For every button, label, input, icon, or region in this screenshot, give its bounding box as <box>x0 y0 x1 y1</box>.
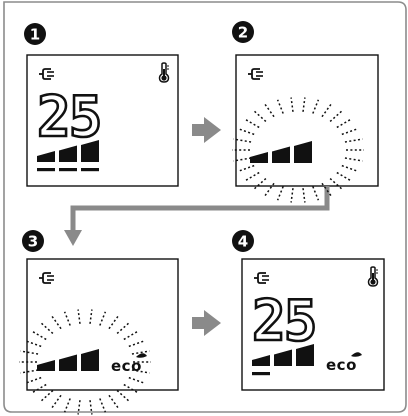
arrow-head-step3 <box>64 230 82 246</box>
arrow-step1-to-step2 <box>192 117 221 143</box>
blink-ray <box>344 138 363 143</box>
blink-ray <box>20 350 39 355</box>
level-underlines <box>37 168 99 172</box>
level-bar-3 <box>81 349 99 371</box>
display-panel-2 <box>235 54 379 187</box>
blink-ray <box>40 389 54 402</box>
blink-ray <box>336 118 352 129</box>
blink-ray <box>123 330 139 341</box>
arrow-step3-to-step4 <box>192 310 221 336</box>
plug-icon <box>254 272 269 284</box>
panel-content-4: 25 eco <box>251 266 379 376</box>
level-bar-1 <box>250 152 268 163</box>
step-number-2: 2 <box>238 24 248 42</box>
blink-ray <box>31 330 47 341</box>
blink-ray <box>24 376 42 385</box>
blink-ray <box>302 188 306 203</box>
thermometer-icon <box>367 266 379 287</box>
blink-ray <box>344 157 363 162</box>
level-bars <box>37 140 99 162</box>
display-panel-4 <box>241 258 385 391</box>
step-badge-2: 2 <box>232 21 254 43</box>
blink-ray <box>237 127 255 136</box>
blink-ray <box>244 171 260 182</box>
step-badge-4: 4 <box>232 230 254 252</box>
blink-ray <box>51 394 62 409</box>
blink-ray <box>244 118 260 129</box>
blink-ray <box>31 383 47 394</box>
blink-ray <box>131 350 150 355</box>
level-underline-1 <box>37 168 55 172</box>
blink-ray <box>131 369 150 374</box>
level-underline-1 <box>252 372 270 376</box>
blink-ray <box>237 164 255 173</box>
blink-ray <box>253 110 267 123</box>
blink-ray <box>20 369 39 374</box>
blink-ray <box>99 398 107 413</box>
level-bar-3 <box>294 141 312 163</box>
temperature-readout: 25 <box>252 289 315 354</box>
step-number-4: 4 <box>238 233 248 251</box>
blink-ray <box>40 322 54 335</box>
level-bar-1 <box>252 355 270 366</box>
blink-ray <box>336 171 352 182</box>
level-bar-2 <box>274 349 292 366</box>
plug-icon <box>248 68 263 80</box>
blink-ray <box>341 164 359 173</box>
blink-ray <box>128 376 146 385</box>
level-underline-2 <box>59 168 77 172</box>
connector-step2-to-step3 <box>70 186 330 235</box>
outer-frame <box>3 1 407 413</box>
level-bars <box>252 344 314 366</box>
blink-ray <box>329 110 343 123</box>
level-bar-2 <box>272 146 290 163</box>
plug-icon <box>39 272 54 284</box>
thermometer-icon <box>158 62 170 83</box>
panel-content-2 <box>232 68 364 203</box>
level-bar-1 <box>37 151 55 162</box>
blink-ray <box>116 389 130 402</box>
level-underline-3 <box>81 168 99 172</box>
level-bars <box>37 349 99 371</box>
blink-ray <box>128 339 146 348</box>
blink-ray <box>276 186 284 201</box>
level-bar-3 <box>296 344 314 366</box>
blink-ray <box>108 394 119 409</box>
level-bar-1 <box>37 360 55 371</box>
step-badge-3: 3 <box>22 230 44 252</box>
temperature-readout: 25 <box>37 85 100 150</box>
panel-content-3: eco <box>19 272 151 415</box>
blink-ray <box>24 339 42 348</box>
blink-ray <box>329 177 343 190</box>
blink-ray <box>233 138 252 143</box>
blink-ray <box>233 157 252 162</box>
blink-rays <box>19 309 151 415</box>
level-bars <box>250 141 312 163</box>
level-bar-2 <box>59 145 77 162</box>
level-bar-2 <box>59 354 77 371</box>
blink-ray <box>253 177 267 190</box>
blink-ray <box>123 383 139 394</box>
plug-icon <box>39 68 54 80</box>
step-badge-1: 1 <box>24 23 46 45</box>
blink-ray <box>290 188 294 203</box>
eco-label: eco <box>326 356 357 374</box>
blink-ray <box>63 398 71 413</box>
blink-ray <box>341 127 359 136</box>
step-number-1: 1 <box>30 26 40 44</box>
blink-ray <box>312 186 320 201</box>
blink-ray <box>116 322 130 335</box>
level-bar-3 <box>81 140 99 162</box>
panel-contents: 25 eco 25 eco <box>19 62 379 415</box>
blink-rays <box>232 97 364 203</box>
display-panel-1 <box>26 54 179 187</box>
step-number-3: 3 <box>28 233 38 251</box>
level-underlines <box>252 372 270 376</box>
leaf-icon <box>136 353 147 358</box>
leaf-icon <box>351 352 362 357</box>
panel-content-1: 25 <box>36 62 170 172</box>
eco-label: eco <box>111 357 142 375</box>
